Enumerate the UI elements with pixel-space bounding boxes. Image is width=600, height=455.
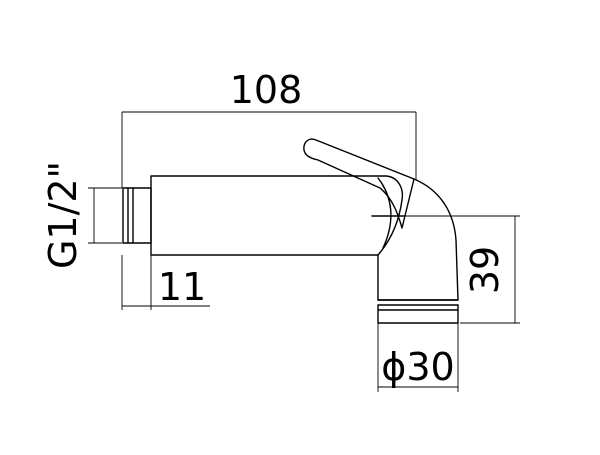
dimension-thread: G1/2"	[41, 161, 122, 269]
trigger-lever	[303, 138, 415, 229]
diameter-value: 30	[406, 345, 454, 389]
main-body	[150, 175, 404, 256]
dimension-diameter: ϕ30	[377, 323, 459, 392]
body-front-curve	[377, 177, 392, 249]
threaded-connector	[122, 187, 152, 244]
height-label: 39	[463, 246, 507, 294]
spray-head-neck	[377, 178, 459, 301]
diameter-symbol: ϕ	[381, 345, 406, 389]
overall-length-label: 108	[230, 68, 303, 112]
spray-nozzle	[377, 304, 459, 324]
dimension-overall-length: 108	[121, 68, 417, 188]
thread-label: G1/2"	[41, 161, 85, 269]
diameter-label: ϕ30	[381, 345, 454, 389]
dimension-height: 39	[380, 215, 520, 324]
thread-length-label: 11	[158, 265, 206, 309]
dimension-thread-length: 11	[121, 255, 210, 310]
